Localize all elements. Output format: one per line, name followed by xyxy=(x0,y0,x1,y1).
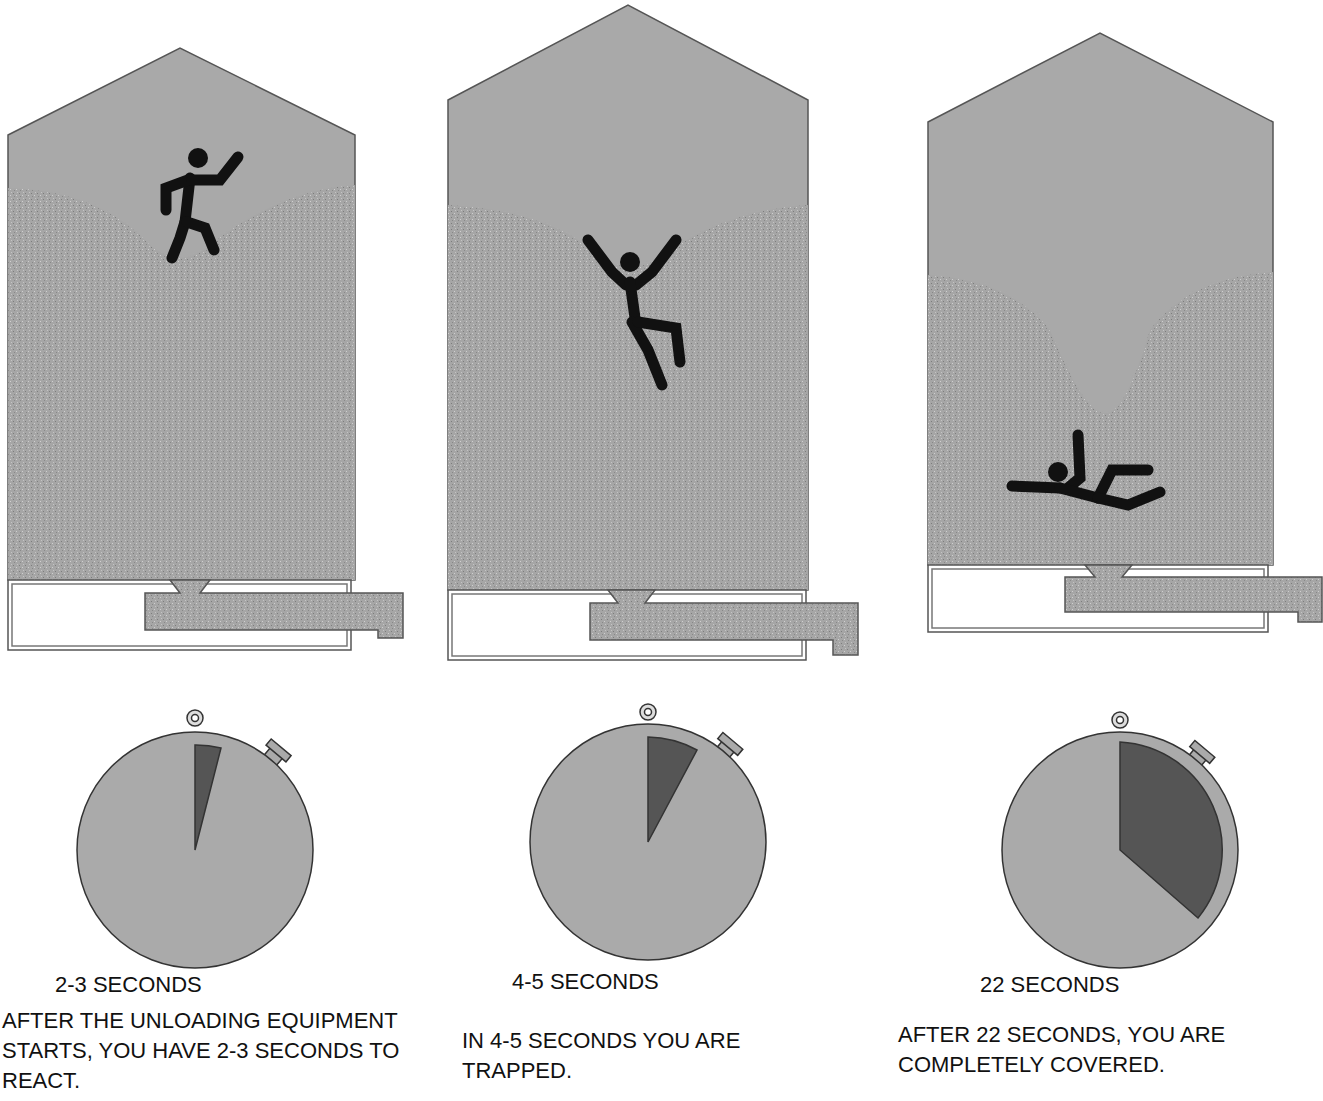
stopwatch xyxy=(77,710,313,968)
time-label: 22 SECONDS xyxy=(980,970,1240,1000)
stopwatch xyxy=(1002,712,1238,968)
silo xyxy=(928,33,1322,632)
time-label: 4-5 SECONDS xyxy=(512,967,772,997)
person-figure xyxy=(588,240,680,385)
time-label: 2-3 SECONDS xyxy=(55,970,315,1000)
stopwatch xyxy=(530,704,766,960)
person-figure xyxy=(166,148,238,258)
caption-text: AFTER 22 SECONDS, YOU ARE COMPLETELY COV… xyxy=(898,1020,1283,1080)
silo xyxy=(8,48,403,650)
silo xyxy=(448,5,858,660)
person-figure xyxy=(1012,435,1160,505)
caption-text: AFTER THE UNLOADING EQUIPMENT STARTS, YO… xyxy=(2,1006,432,1096)
caption-text: IN 4-5 SECONDS YOU ARE TRAPPED. xyxy=(462,1026,797,1086)
